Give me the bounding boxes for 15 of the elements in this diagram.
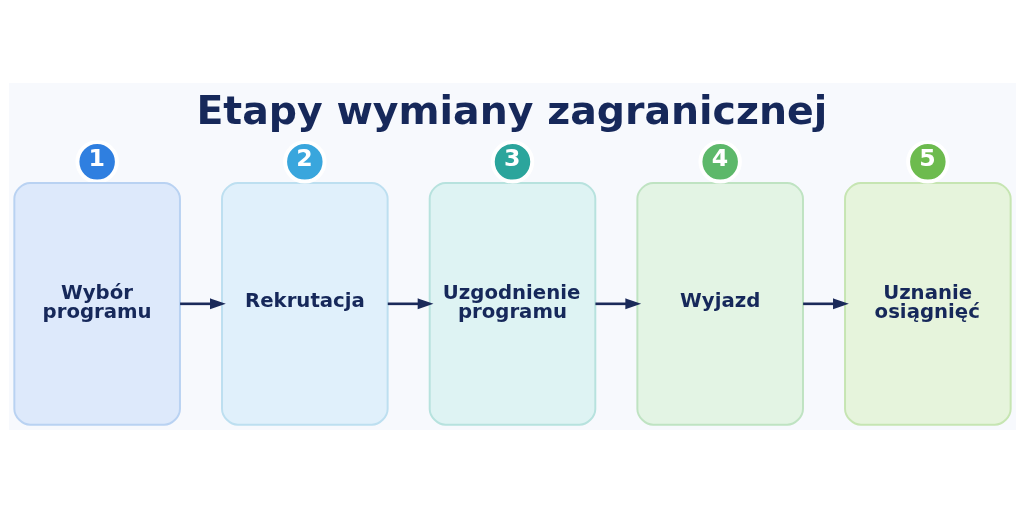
node-box: Wybór programu: [12, 181, 181, 426]
arrow: [387, 297, 433, 309]
node-box: Uznanie osiągnięć: [843, 181, 1012, 426]
node-circle: 4: [698, 139, 742, 184]
node-circle: 5: [905, 139, 950, 184]
arrow: [802, 297, 849, 309]
arrow: [179, 297, 226, 309]
node-circle: 1: [74, 139, 119, 184]
diagram-title: Etapy wymiany zagranicznej: [195, 86, 827, 133]
node-box: Uzgodnienie programu: [428, 181, 596, 426]
arrow: [594, 297, 641, 309]
node-box: Rekrutacja: [220, 181, 389, 426]
node-circle: 3: [490, 139, 534, 184]
node-circle: 2: [282, 139, 326, 184]
node-box: Wyjazd: [635, 181, 804, 426]
